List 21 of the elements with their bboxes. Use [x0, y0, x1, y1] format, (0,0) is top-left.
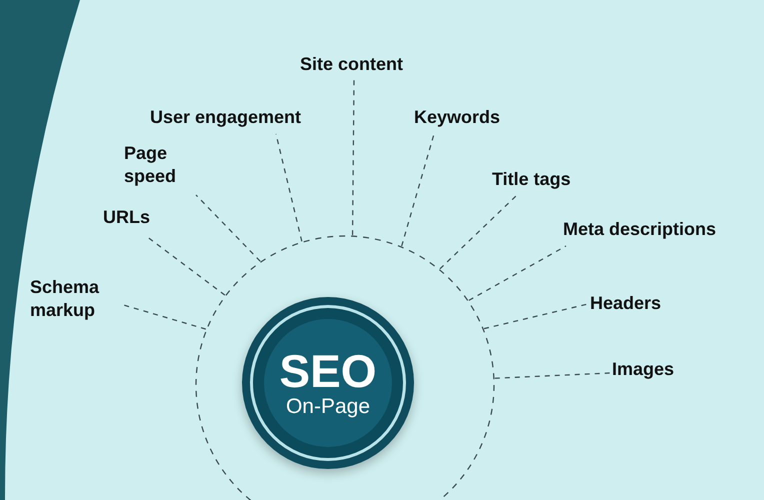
leader-line [494, 372, 610, 379]
center-subtitle: On-Page [286, 395, 370, 419]
leader-line [401, 134, 435, 246]
topic-label: Title tags [492, 168, 592, 191]
leader-line [440, 196, 516, 270]
topic-label: Images [612, 358, 692, 381]
topic-label: URLs [103, 206, 153, 229]
topic-label: Headers [590, 292, 680, 315]
leader-line [146, 236, 226, 296]
topic-label: Keywords [414, 106, 524, 129]
leader-line [352, 80, 355, 236]
topic-label: Schema markup [30, 276, 120, 322]
leader-line [468, 245, 566, 301]
topic-label: Meta descriptions [563, 218, 758, 241]
leader-line [196, 194, 261, 262]
leader-line [275, 134, 302, 242]
topic-label: Site content [300, 53, 440, 76]
topic-label: Page speed [124, 142, 194, 188]
center-title: SEO [279, 347, 377, 395]
topic-label: User engagement [150, 106, 345, 129]
leader-line [484, 303, 588, 330]
